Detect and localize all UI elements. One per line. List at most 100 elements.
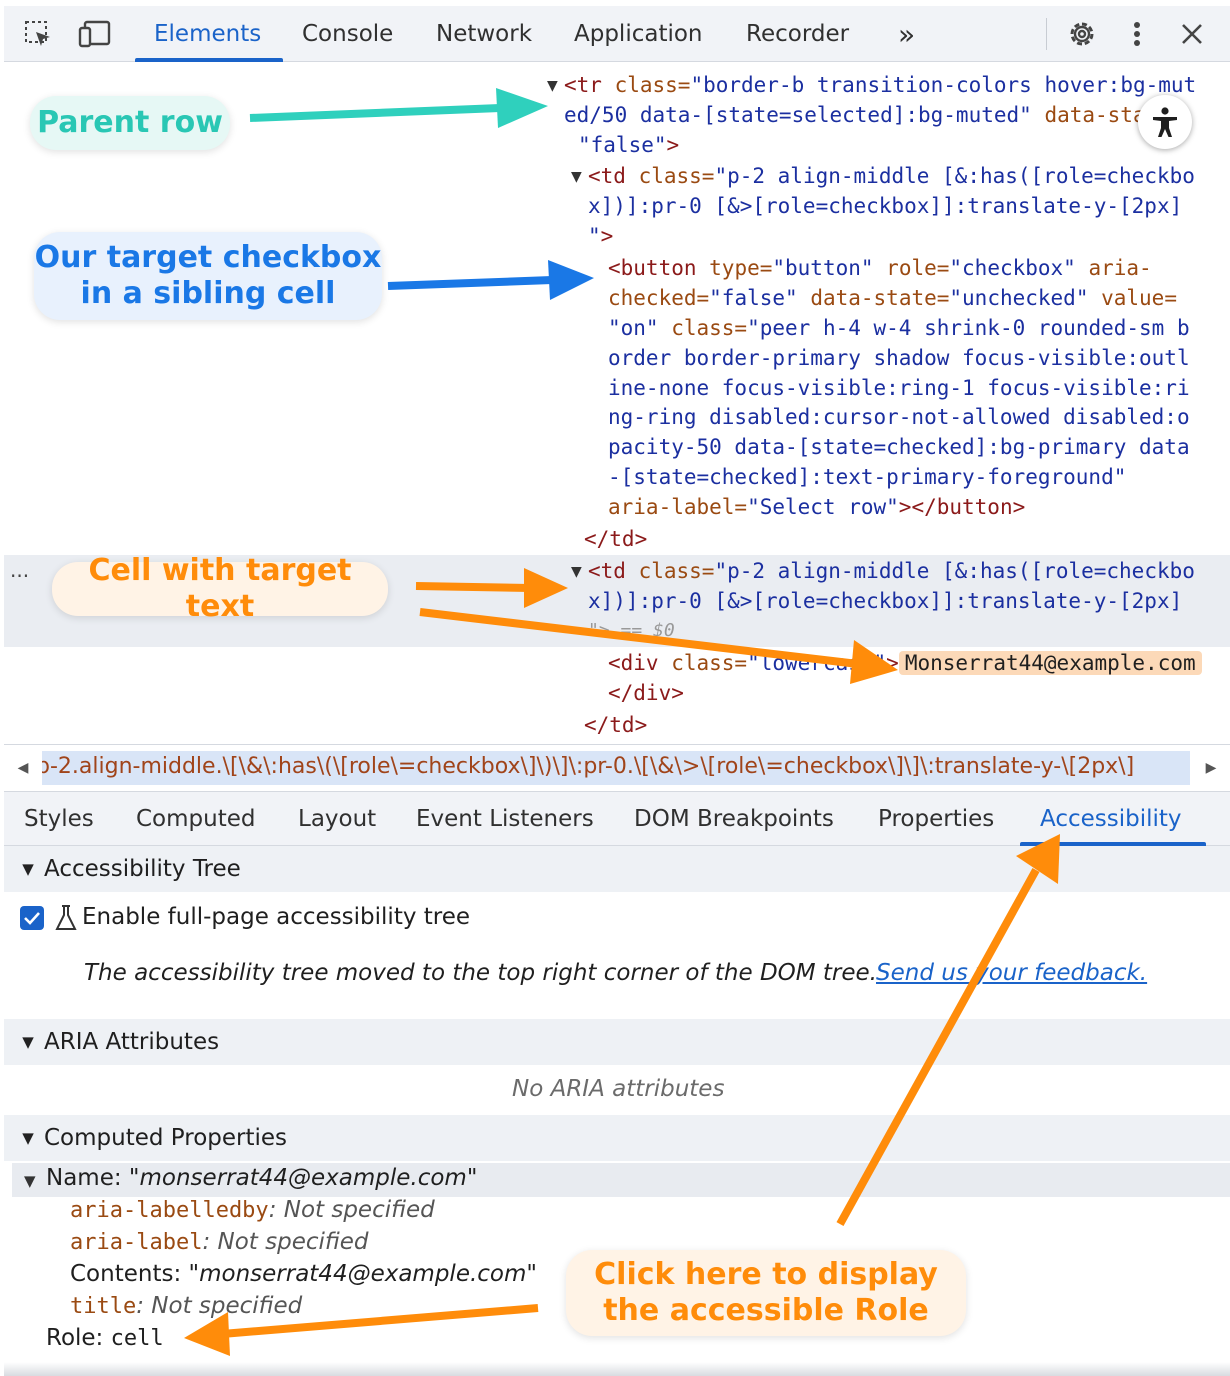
tab-properties[interactable]: Properties [878,806,995,832]
name-value: "monserrat44@example.com" [128,1165,478,1191]
computed-properties-title: Computed Properties [44,1125,288,1151]
annotation-display-role: Click here to display the accessible Rol… [566,1250,966,1336]
annotation-cell-with-text: Cell with target text [52,553,388,624]
tab-styles[interactable]: Styles [24,806,94,832]
button-aria-checked-attr: checked= [608,286,710,310]
div-class-value: "lowercase" [747,651,887,675]
button-class-value-1: "peer h-4 w-4 shrink-0 rounded-sm b [747,316,1190,340]
breadcrumb-scroll-left-icon[interactable]: ◀ [17,760,29,776]
dom-td1-line-1[interactable]: <td class="p-2 align-middle [&:has([role… [588,161,1195,191]
dom-td2-line-1[interactable]: <td class="p-2 align-middle [&:has([role… [588,556,1195,586]
more-tabs-icon[interactable]: » [898,17,916,51]
td2-class-attr: class= [625,559,715,583]
tr-state-value: "false" [578,133,667,157]
panel-bottom-edge [4,1362,1230,1376]
dom-td2-line-2[interactable]: x])]:pr-0 [&>[role=checkbox]]:translate-… [588,586,1182,616]
accessibility-tree-title: Accessibility Tree [44,856,241,882]
title-property: title: Not specified [70,1293,302,1319]
tr-open-tag: <tr [564,73,602,97]
experiment-flask-icon [54,904,78,936]
dom-button-line-6[interactable]: ng-ring disabled:cursor-not-allowed disa… [608,405,1190,429]
accessibility-tree-toggle-button[interactable] [1138,95,1192,149]
device-toolbar-icon[interactable] [72,6,116,62]
node-ellipsis-button[interactable]: ... [10,558,30,582]
dom-button-line-4[interactable]: order border-primary shadow focus-visibl… [608,346,1190,370]
td1-class-value-1: "p-2 align-middle [&:has([role=checkbo [714,164,1195,188]
settings-gear-icon[interactable] [1062,6,1102,62]
tab-application[interactable]: Application [574,21,703,47]
button-aria-attr-start: aria- [1075,256,1152,280]
more-vertical-icon[interactable] [1122,6,1152,62]
div-close-bracket: > [886,651,899,675]
tab-recorder[interactable]: Recorder [746,21,850,47]
accessibility-tree-section-header[interactable]: ▼ Accessibility Tree [4,846,1230,892]
dom-tree-panel: ... ▼ <tr class="border-b transition-col… [4,62,1230,744]
dom-button-line-9[interactable]: aria-label="Select row"></button> [608,492,1025,522]
dom-td1-line-3[interactable]: "> [588,221,613,251]
tab-accessibility[interactable]: Accessibility [1040,806,1182,832]
name-expand-caret-icon[interactable]: ▼ [24,1172,36,1190]
dom-button-line-1[interactable]: <button type="button" role="checkbox" ar… [608,253,1152,283]
role-label: Role: [46,1325,111,1351]
send-feedback-link[interactable]: Send us your feedback. [876,960,1148,986]
tab-computed[interactable]: Computed [136,806,256,832]
close-icon[interactable] [1174,6,1210,62]
dom-div-line[interactable]: <div class="lowercase">Monserrat44@examp… [608,648,1202,678]
aria-label-property: aria-label: Not specified [70,1229,369,1255]
dom-button-line-7[interactable]: pacity-50 data-[state=checked]:bg-primar… [608,435,1190,459]
dom-tr-line-3[interactable]: "false"> [578,130,679,160]
tab-network[interactable]: Network [436,21,533,47]
dom-div-close[interactable]: </div> [608,681,684,705]
tab-active-indicator [135,58,283,62]
dom-button-line-5[interactable]: ine-none focus-visible:ring-1 focus-visi… [608,376,1190,400]
td1-open-tag: <td [588,164,626,188]
panel-tab-active-indicator [1020,842,1206,846]
annotation-target-checkbox: Our target checkbox in a sibling cell [34,232,382,320]
role-property[interactable]: Role: cell [46,1325,164,1351]
aria-labelledby-property: aria-labelledby: Not specified [70,1197,435,1223]
enable-full-page-tree-checkbox[interactable] [20,906,44,930]
dom-button-line-8[interactable]: -[state=checked]:text-primary-foreground… [608,465,1127,489]
button-value-attr: value= [1088,286,1177,310]
breadcrumb-item-selected[interactable]: p-2.align-middle.\[\&\:has\(\[role\=chec… [42,751,1190,785]
td1-class-value-2: x])]:pr-0 [&>[role=checkbox]]:translate-… [588,194,1183,218]
accessibility-person-icon [1153,107,1177,137]
tree-moved-note: The accessibility tree moved to the top … [84,960,877,986]
dom-button-line-2[interactable]: checked="false" data-state="unchecked" v… [608,283,1177,313]
dom-button-line-3[interactable]: "on" class="peer h-4 w-4 shrink-0 rounde… [608,313,1190,343]
tr-class-value-1: "border-b transition-colors hover:bg-mut [690,73,1197,97]
collapse-td2-caret-icon[interactable]: ▼ [571,564,582,580]
dom-td1-line-2[interactable]: x])]:pr-0 [&>[role=checkbox]]:translate-… [588,191,1182,221]
td1-class-attr: class= [625,164,715,188]
enable-full-page-tree-label[interactable]: Enable full-page accessibility tree [82,904,471,930]
annotation-parent-row: Parent row [30,96,230,150]
tab-console[interactable]: Console [302,21,394,47]
dom-tr-line-2[interactable]: ed/50 data-[state=selected]:bg-muted" da… [564,100,1184,130]
collapse-tr-caret-icon[interactable]: ▼ [547,78,558,94]
dom-tr-line-1[interactable]: <tr class="border-b transition-colors ho… [564,70,1196,100]
breadcrumb-selector-text: p-2.align-middle.\[\&\:has\(\[role\=chec… [42,754,1135,779]
aria-attributes-section-header[interactable]: ▼ ARIA Attributes [4,1019,1230,1065]
name-label: Name: [46,1165,129,1191]
contents-property: Contents: "monserrat44@example.com" [70,1261,537,1287]
tab-dom-breakpoints[interactable]: DOM Breakpoints [634,806,834,832]
computed-properties-section-header[interactable]: ▼ Computed Properties [4,1115,1230,1161]
dom-td2-close[interactable]: </td> [584,713,648,737]
dom-td1-close[interactable]: </td> [584,527,648,551]
dom-td2-line-3[interactable]: "> == $0 [588,620,675,641]
inspect-element-icon[interactable] [18,6,58,62]
td1-class-value-3: " [588,224,601,248]
section-collapse-icon: ▼ [22,1033,34,1051]
tab-elements[interactable]: Elements [154,21,262,47]
tab-layout[interactable]: Layout [298,806,377,832]
check-icon [24,912,40,925]
role-value: cell [110,1326,164,1351]
collapse-td-caret-icon[interactable]: ▼ [571,169,582,185]
div-text-email: Monserrat44@example.com [898,651,1202,675]
td2-class-value-2: x])]:pr-0 [&>[role=checkbox]]:translate-… [588,589,1183,613]
button-type-value: "button" [772,256,874,280]
aria-labelledby-value: : Not specified [268,1197,435,1223]
breadcrumb-scroll-right-icon[interactable]: ▶ [1205,760,1217,776]
tab-event-listeners[interactable]: Event Listeners [416,806,594,832]
div-open-tag: <div [608,651,659,675]
